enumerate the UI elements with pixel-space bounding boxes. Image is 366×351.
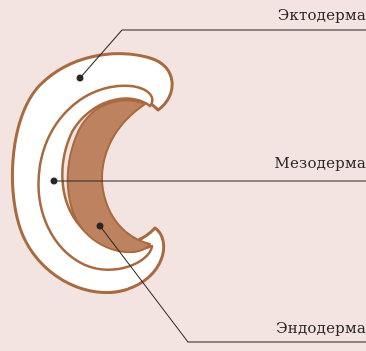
endoderm-label: Эндодерма <box>276 321 366 336</box>
ectoderm-label: Эктодерма <box>278 8 366 23</box>
mesoderm-label: Мезодерма <box>274 156 366 171</box>
ectoderm-pointer-dot <box>77 75 84 82</box>
endoderm-pointer-dot <box>97 223 104 230</box>
mesoderm-pointer-dot <box>51 178 58 185</box>
